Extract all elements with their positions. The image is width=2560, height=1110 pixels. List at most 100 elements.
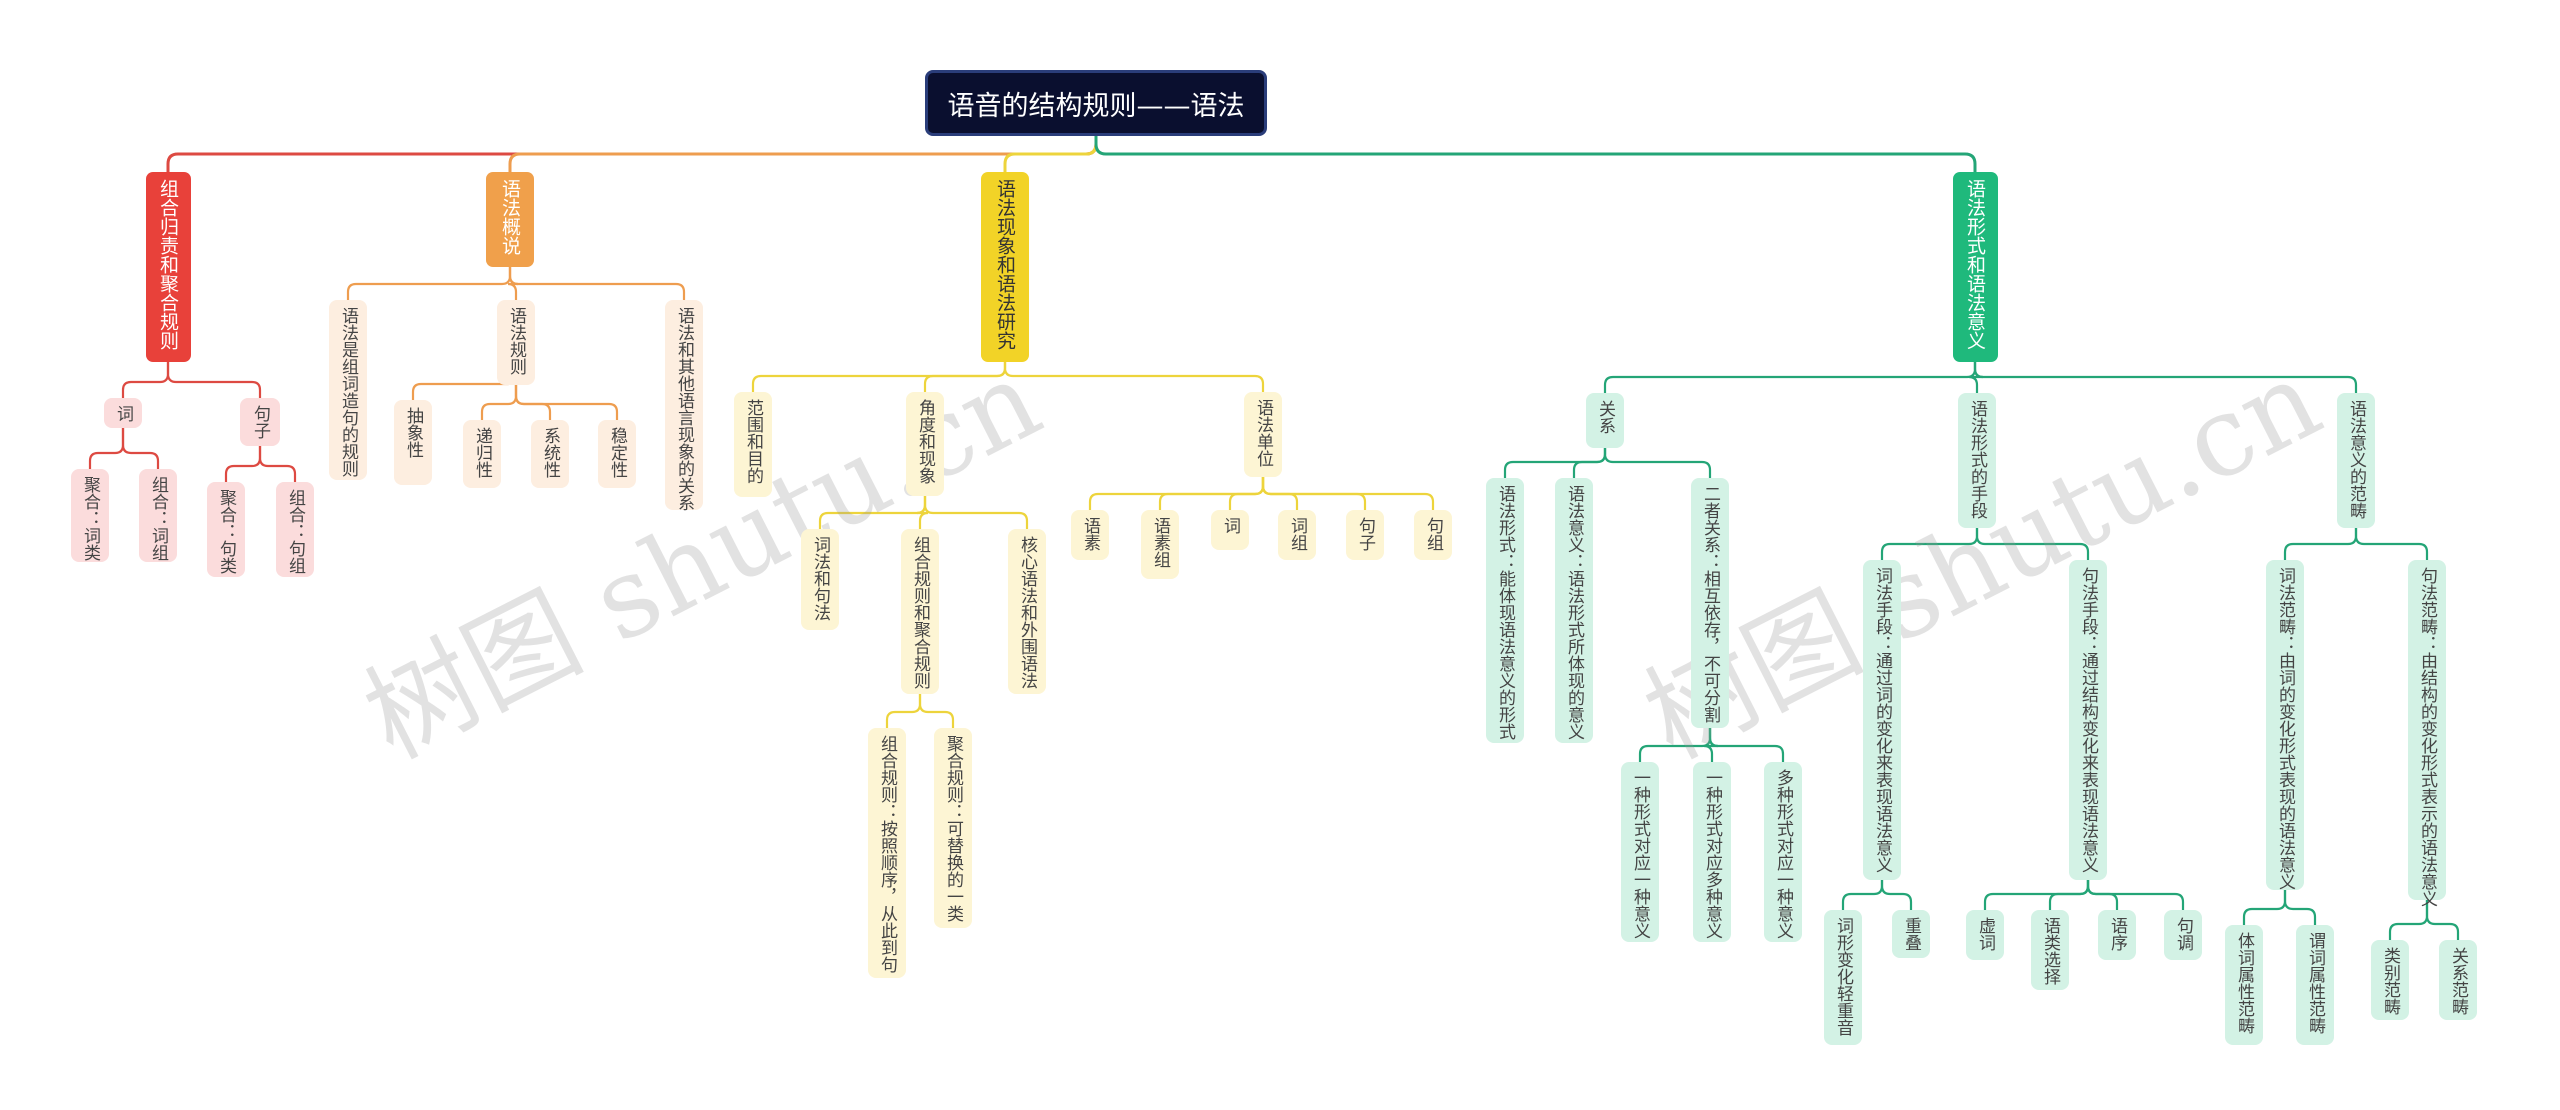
topic-b3b[interactable]: 角度和现象 bbox=[906, 392, 944, 496]
topic-label: 二者关系：相互依存，不可分割 bbox=[1700, 485, 1720, 723]
connector bbox=[480, 385, 518, 420]
connector bbox=[923, 496, 1029, 529]
connector bbox=[224, 446, 262, 482]
topic-b2b4[interactable]: 稳定性 bbox=[598, 420, 636, 488]
topic-b2a[interactable]: 语法是组词造句的规则 bbox=[329, 300, 367, 480]
topic-label: 稳定性 bbox=[607, 427, 627, 478]
topic-b1b2[interactable]: 组合：句组 bbox=[276, 482, 314, 577]
topic-label: 关系 bbox=[1595, 400, 1615, 434]
topic-label: 句组 bbox=[1423, 517, 1443, 551]
topic-label: 类别范畴 bbox=[2380, 947, 2400, 1015]
topic-b4b1[interactable]: 词法手段：通过词的变化来表现语法意义 bbox=[1863, 560, 1901, 880]
topic-b4a3c[interactable]: 多种形式对应一种意义 bbox=[1764, 762, 1802, 942]
topic-b3c5[interactable]: 句子 bbox=[1346, 510, 1384, 560]
topic-b3b2[interactable]: 组合规则和聚合规则 bbox=[901, 529, 939, 694]
topic-b3c1[interactable]: 语素 bbox=[1071, 510, 1109, 560]
topic-label: 系统性 bbox=[540, 427, 560, 478]
main-branch-b1[interactable]: 组合归责和聚合规则 bbox=[145, 172, 191, 362]
topic-b2b1[interactable]: 抽象性 bbox=[394, 400, 432, 485]
topic-b3c3[interactable]: 词 bbox=[1211, 510, 1249, 550]
main-branch-b4[interactable]: 语法形式和语法意义 bbox=[1952, 172, 1998, 362]
topic-label: 关系范畴 bbox=[2448, 947, 2468, 1015]
connector bbox=[1261, 477, 1435, 510]
topic-label: 体词属性范畴 bbox=[2234, 932, 2254, 1034]
topic-b4b2d[interactable]: 句调 bbox=[2164, 910, 2202, 960]
topic-b3c6[interactable]: 句组 bbox=[1414, 510, 1452, 560]
topic-b4b2b[interactable]: 语类选择 bbox=[2031, 910, 2069, 990]
topic-b4c1b[interactable]: 谓词属性范畴 bbox=[2296, 925, 2334, 1045]
topic-b3c4[interactable]: 词组 bbox=[1278, 510, 1316, 560]
topic-label: 词法和句法 bbox=[810, 536, 830, 621]
topic-b4c1a[interactable]: 体词属性范畴 bbox=[2225, 925, 2263, 1045]
connector bbox=[2425, 900, 2460, 940]
root-topic[interactable]: 语音的结构规则——语法 bbox=[925, 70, 1267, 136]
topic-label: 聚合：词类 bbox=[80, 476, 100, 561]
topic-b1a2[interactable]: 组合：词组 bbox=[139, 469, 177, 562]
topic-label: 语类选择 bbox=[2040, 917, 2060, 985]
topic-b1b[interactable]: 句子 bbox=[240, 398, 280, 446]
topic-label: 句调 bbox=[2173, 917, 2193, 951]
topic-b4a2[interactable]: 语法意义：语法形式所体现的意义 bbox=[1555, 478, 1593, 743]
topic-b4a1[interactable]: 语法形式：能体现语法意义的形式 bbox=[1486, 478, 1524, 743]
connector bbox=[1603, 448, 1712, 478]
topic-b3b2a[interactable]: 组合规则：按照顺序，从此到句 bbox=[868, 728, 906, 978]
topic-b3b1[interactable]: 词法和句法 bbox=[801, 529, 839, 630]
topic-b2b2[interactable]: 递归性 bbox=[463, 420, 501, 488]
connector bbox=[885, 694, 922, 728]
topic-b1a1[interactable]: 聚合：词类 bbox=[71, 469, 109, 562]
topic-label: 语法规则 bbox=[506, 307, 526, 375]
topic-b4a[interactable]: 关系 bbox=[1586, 393, 1624, 448]
topic-label: 多种形式对应一种意义 bbox=[1773, 769, 1793, 939]
topic-b4c1[interactable]: 词法范畴：由词的变化形式表现的语法意义 bbox=[2266, 560, 2304, 890]
connector bbox=[1003, 136, 1098, 172]
topic-b1a[interactable]: 词 bbox=[104, 398, 142, 428]
connector bbox=[258, 446, 297, 482]
topic-b2b3[interactable]: 系统性 bbox=[531, 420, 569, 488]
topic-b2b[interactable]: 语法规则 bbox=[497, 300, 535, 385]
connector bbox=[166, 362, 262, 398]
topic-b3a[interactable]: 范围和目的 bbox=[734, 392, 772, 497]
topic-b4b[interactable]: 语法形式的手段 bbox=[1958, 393, 1996, 528]
topic-b4c2b[interactable]: 关系范畴 bbox=[2439, 940, 2477, 1020]
topic-b4b2[interactable]: 句法手段：通过结构变化来表现语法意义 bbox=[2069, 560, 2107, 880]
topic-b1b1[interactable]: 聚合：句类 bbox=[207, 482, 245, 577]
main-branch-b2[interactable]: 语法概说 bbox=[486, 172, 534, 267]
topic-b4a3b[interactable]: 一种形式对应多种意义 bbox=[1693, 762, 1731, 942]
main-branch-b3[interactable]: 语法现象和语法研究 bbox=[981, 172, 1029, 362]
topic-b4b1b[interactable]: 重叠 bbox=[1892, 910, 1930, 958]
topic-b4c[interactable]: 语法意义的范畴 bbox=[2337, 393, 2375, 528]
connector bbox=[1228, 477, 1265, 510]
topic-b4b2c[interactable]: 语序 bbox=[2098, 910, 2136, 960]
topic-label: 句子 bbox=[1355, 517, 1375, 551]
topic-b4a3a[interactable]: 一种形式对应一种意义 bbox=[1621, 762, 1659, 942]
connector bbox=[916, 496, 929, 529]
topic-label: 一种形式对应一种意义 bbox=[1630, 769, 1650, 939]
connector bbox=[2086, 880, 2185, 910]
topic-b2c[interactable]: 语法和其他语言现象的关系 bbox=[665, 300, 703, 511]
topic-b4b1a[interactable]: 词形变化轻重音 bbox=[1824, 910, 1862, 1045]
topic-label: 语法形式的手段 bbox=[1967, 400, 1987, 519]
topic-b4c2a[interactable]: 类别范畴 bbox=[2371, 940, 2409, 1020]
topic-label: 重叠 bbox=[1901, 917, 1921, 951]
topic-b3c2[interactable]: 语素组 bbox=[1141, 510, 1179, 579]
topic-b4c2[interactable]: 句法范畴：由结构的变化形式表示的语法意义 bbox=[2408, 560, 2446, 907]
topic-label: 组合：句组 bbox=[285, 489, 305, 574]
connector bbox=[818, 496, 927, 529]
topic-label: 语法和其他语言现象的关系 bbox=[674, 307, 694, 511]
topic-b4a3[interactable]: 二者关系：相互依存，不可分割 bbox=[1691, 478, 1729, 728]
topic-b3b2b[interactable]: 聚合规则：可替换的一类 bbox=[934, 728, 972, 928]
topic-label: 范围和目的 bbox=[743, 399, 763, 484]
topic-label: 组合归责和聚合规则 bbox=[157, 179, 179, 350]
connector bbox=[1975, 528, 2090, 560]
topic-b3c[interactable]: 语法单位 bbox=[1244, 392, 1282, 477]
connector bbox=[514, 385, 619, 420]
topic-label: 组合规则：按照顺序，从此到句 bbox=[877, 735, 897, 973]
topic-label: 一种形式对应多种意义 bbox=[1702, 769, 1722, 939]
connector bbox=[2283, 528, 2358, 560]
topic-label: 虚词 bbox=[1975, 917, 1995, 951]
connector bbox=[1880, 880, 1913, 910]
topic-b3b3[interactable]: 核心语法和外围语法 bbox=[1008, 529, 1046, 694]
topic-b4b2a[interactable]: 虚词 bbox=[1966, 910, 2004, 960]
